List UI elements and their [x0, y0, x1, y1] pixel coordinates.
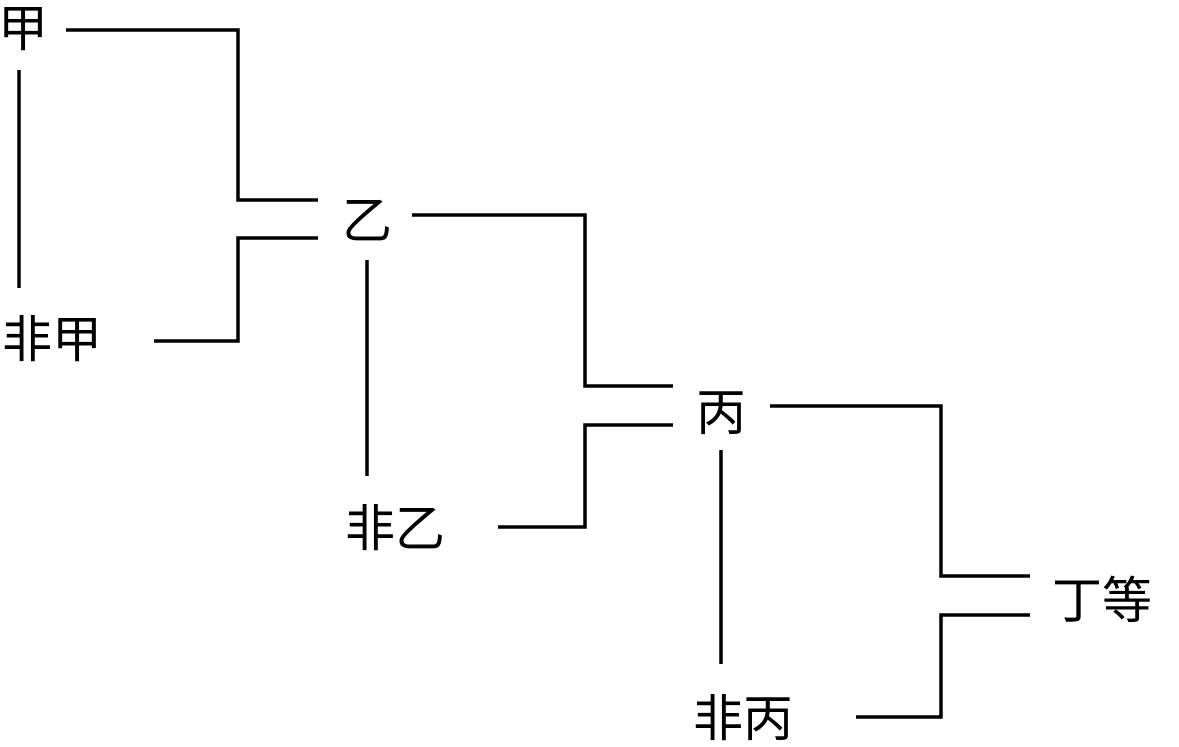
bracket-fei-bing-to-ding [856, 613, 1030, 719]
node-yi: 乙 [342, 192, 392, 250]
node-ding: 丁等 [1052, 572, 1152, 630]
bracket-yi-to-bing [412, 213, 673, 388]
node-jia: 甲 [0, 0, 48, 58]
bracket-bing-to-ding [770, 404, 1030, 578]
node-bing: 丙 [696, 384, 746, 442]
node-fei-yi: 非乙 [345, 500, 445, 558]
bracket-jia-to-yi [66, 28, 318, 202]
node-fei-bing: 非丙 [693, 690, 793, 747]
node-fei-jia: 非甲 [2, 311, 102, 369]
bracket-fei-jia-to-yi [154, 236, 318, 343]
bracket-fei-yi-to-bing [498, 423, 673, 529]
